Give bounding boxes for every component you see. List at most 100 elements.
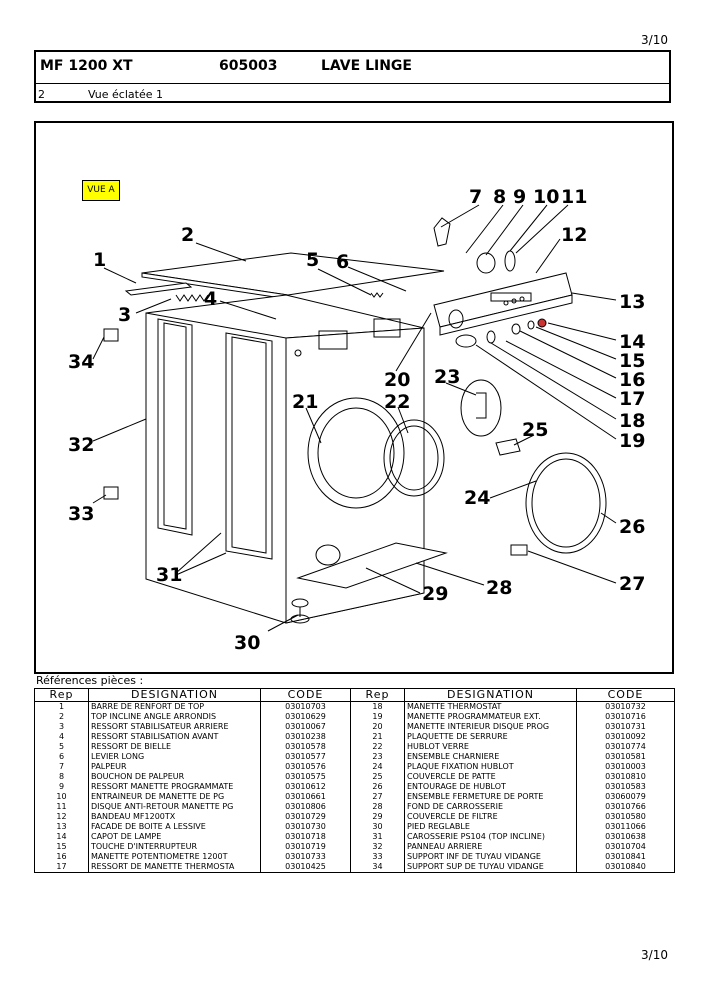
part-label: 34 xyxy=(68,351,94,373)
part-label: 21 xyxy=(292,391,318,413)
part-label: 31 xyxy=(156,564,182,586)
table-cell: 03010729 xyxy=(260,812,351,822)
part-label: 28 xyxy=(486,577,512,599)
table-cell: 30 xyxy=(350,822,405,832)
part-label: 32 xyxy=(68,434,94,456)
part-label: 16 xyxy=(619,369,645,391)
table-cell: 03010638 xyxy=(576,832,675,842)
table-cell: BARRE DE RENFORT DE TOP xyxy=(88,701,261,712)
part-label: 12 xyxy=(561,224,587,246)
part-label: 29 xyxy=(422,583,448,605)
table-cell: 03010774 xyxy=(576,742,675,752)
table-cell: SUPPORT INF DE TUYAU VIDANGE xyxy=(404,852,577,862)
part-label: 2 xyxy=(181,224,194,246)
table-cell: PLAQUETTE DE SERRURE xyxy=(404,732,577,742)
exploded-view-drawing: 1 2 3 4 5 6 7 8 9 10 11 12 13 14 15 16 1… xyxy=(68,186,645,654)
table-cell: CAROSSERIE PS104 (TOP INCLINE) xyxy=(404,832,577,842)
table-cell: 12 xyxy=(34,812,89,822)
table-cell: 28 xyxy=(350,802,405,812)
table-cell: 03010629 xyxy=(260,712,351,722)
table-cell: FACADE DE BOITE A LESSIVE xyxy=(88,822,261,832)
part-label: 15 xyxy=(619,350,645,372)
table-cell: 03010067 xyxy=(260,722,351,732)
table-cell: 03010661 xyxy=(260,792,351,802)
table-cell: 17 xyxy=(34,862,89,873)
table-cell: 03010719 xyxy=(260,842,351,852)
table-cell: ENSEMBLE FERMETURE DE PORTE xyxy=(404,792,577,802)
table-cell: RESSORT MANETTE PROGRAMMATE xyxy=(88,782,261,792)
part-label: 23 xyxy=(434,366,460,388)
column-header: Rep xyxy=(34,688,89,702)
parts-table: Rep DESIGNATION CODE Rep DESIGNATION COD… xyxy=(34,688,675,873)
table-cell: CAPOT DE LAMPE xyxy=(88,832,261,842)
table-cell: 4 xyxy=(34,732,89,742)
part-label: 14 xyxy=(619,331,645,353)
part-label: 20 xyxy=(384,369,410,391)
table-cell: 03010806 xyxy=(260,802,351,812)
part-label: 27 xyxy=(619,573,645,595)
table-cell: MANETTE INTERIEUR DISQUE PROG xyxy=(404,722,577,732)
table-cell: PIED REGLABLE xyxy=(404,822,577,832)
table-cell: PLAQUE FIXATION HUBLOT xyxy=(404,762,577,772)
section-title: Vue éclatée 1 xyxy=(88,88,163,101)
table-cell: 19 xyxy=(350,712,405,722)
table-cell: 03060079 xyxy=(576,792,675,802)
part-label: 22 xyxy=(384,391,410,413)
table-cell: LEVIER LONG xyxy=(88,752,261,762)
part-label: 26 xyxy=(619,516,645,538)
table-cell: 03010703 xyxy=(260,701,351,712)
table-cell: 9 xyxy=(34,782,89,792)
part-label: 24 xyxy=(464,487,490,509)
table-cell: 18 xyxy=(350,701,405,712)
part-label: 33 xyxy=(68,503,94,525)
table-cell: 8 xyxy=(34,772,89,782)
table-cell: 33 xyxy=(350,852,405,862)
table-cell: 5 xyxy=(34,742,89,752)
table-cell: 26 xyxy=(350,782,405,792)
table-cell: DISQUE ANTI-RETOUR MANETTE PG xyxy=(88,802,261,812)
table-cell: 03010841 xyxy=(576,852,675,862)
exploded-view-diagram: 1 2 3 4 5 6 7 8 9 10 11 12 13 14 15 16 1… xyxy=(34,121,674,674)
column-header: CODE xyxy=(576,688,675,702)
column-header: DESIGNATION xyxy=(404,688,577,702)
parts-reference-section: Références pièces : Rep DESIGNATION CODE… xyxy=(34,674,675,873)
table-cell: ENTRAINEUR DE MANETTE DE PG xyxy=(88,792,261,802)
part-label: 13 xyxy=(619,291,645,313)
table-cell: 27 xyxy=(350,792,405,802)
table-cell: HUBLOT VERRE xyxy=(404,742,577,752)
part-label: 25 xyxy=(522,419,548,441)
table-cell: 15 xyxy=(34,842,89,852)
table-cell: 6 xyxy=(34,752,89,762)
table-cell: PANNEAU ARRIERE xyxy=(404,842,577,852)
part-label: 19 xyxy=(619,430,645,452)
table-cell: ENTOURAGE DE HUBLOT xyxy=(404,782,577,792)
table-cell: 03010578 xyxy=(260,742,351,752)
table-cell: 03010238 xyxy=(260,732,351,742)
table-cell: 03010733 xyxy=(260,852,351,862)
table-cell: 03010766 xyxy=(576,802,675,812)
column-header: DESIGNATION xyxy=(88,688,261,702)
table-cell: 29 xyxy=(350,812,405,822)
part-label: 11 xyxy=(561,186,587,208)
page-number-bottom: 3/10 xyxy=(641,948,668,962)
table-cell: RESSORT STABILISATION AVANT xyxy=(88,732,261,742)
part-label: 1 xyxy=(93,249,106,271)
table-header-row: Rep DESIGNATION CODE Rep DESIGNATION COD… xyxy=(34,688,675,702)
table-cell: PALPEUR xyxy=(88,762,261,772)
table-cell: 10 xyxy=(34,792,89,802)
table-cell: TOUCHE D'INTERRUPTEUR xyxy=(88,842,261,852)
table-cell: 03010704 xyxy=(576,842,675,852)
references-title: Références pièces : xyxy=(36,674,144,687)
document-header: MF 1200 XT 605003 LAVE LINGE 2 Vue éclat… xyxy=(34,50,671,103)
table-cell: ENSEMBLE CHARNIERE xyxy=(404,752,577,762)
table-cell: 2 xyxy=(34,712,89,722)
